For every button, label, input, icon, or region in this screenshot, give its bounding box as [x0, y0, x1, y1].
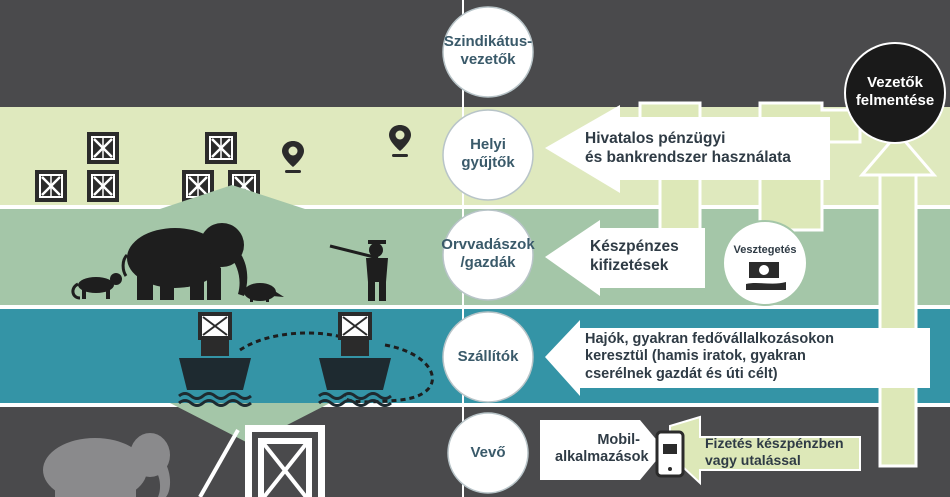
- label-cash: Készpénzes kifizetések: [590, 238, 679, 274]
- armadillo-icon: [244, 283, 284, 302]
- label-poachers: Orvvadászok /gazdák: [441, 236, 535, 271]
- route-line: [239, 331, 434, 404]
- hunter-icon: [329, 240, 388, 301]
- circle-syndicate: [442, 6, 534, 98]
- circle-buyer: [447, 412, 529, 494]
- grey-elephant-icon: [43, 433, 171, 497]
- mobile-panel: [540, 420, 665, 480]
- label-acquittal: Vezetők felmentése: [855, 74, 935, 109]
- circle-transport: [442, 311, 534, 403]
- label-mobile: Mobil- alkalmazások: [555, 432, 649, 466]
- money-hand-icon: [746, 262, 786, 290]
- label-ships: Hajók, gyakran fedővállalkozásokon keres…: [585, 331, 835, 382]
- circle-local: [442, 109, 534, 201]
- circle-poachers: [442, 209, 534, 301]
- crate-icon: [245, 425, 325, 497]
- label-payment: Fizetés készpénzben vagy utalással: [705, 435, 844, 468]
- label-buyer: Vevő: [470, 444, 506, 461]
- funnel-top: [160, 185, 305, 209]
- cash-arrow: [545, 220, 705, 296]
- label-transport: Szállítók: [457, 348, 519, 365]
- circle-acquittal: [844, 42, 946, 144]
- smartphone-icon: [655, 430, 685, 478]
- ships-arrow: [545, 320, 930, 396]
- label-bribery: Vesztegetés: [733, 244, 797, 256]
- funnel-bottom: [170, 403, 330, 444]
- slash-line: [198, 429, 240, 497]
- finance-arrow: [545, 105, 830, 193]
- panther-icon: [71, 273, 122, 300]
- elephant-icon: [121, 223, 248, 300]
- label-local: Helyi gyűjtők: [461, 136, 515, 171]
- label-syndicate: Szindikátus- vezetők: [443, 33, 533, 68]
- label-finance: Hivatalos pénzügyi és bankrendszer haszn…: [585, 130, 791, 166]
